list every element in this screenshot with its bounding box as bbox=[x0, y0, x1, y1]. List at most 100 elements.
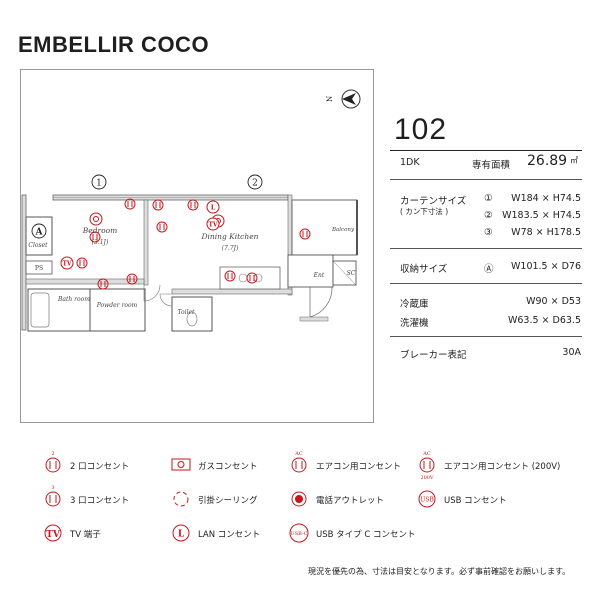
legend-label: 2 口コンセント bbox=[70, 462, 130, 472]
walls bbox=[21, 194, 358, 332]
outlet-icon bbox=[97, 278, 109, 290]
window-mark-1: 1 bbox=[91, 174, 107, 190]
floorplan: N 1 2 3 bbox=[21, 89, 361, 332]
room-label-closet: Closet bbox=[28, 242, 48, 249]
legend: 2 AC AC 200V 3 USB TV L USB-C bbox=[44, 451, 436, 543]
ac-outlet-icon bbox=[299, 228, 311, 240]
curtain-mark-1: ① bbox=[484, 193, 493, 204]
phone-outlet-icon bbox=[291, 491, 307, 507]
curtain-sublabel: ( カン下寸法 ) bbox=[400, 207, 449, 216]
closet-mark: A bbox=[31, 223, 47, 239]
usb-c-outlet-icon bbox=[289, 523, 309, 543]
lan-outlet-icon: L bbox=[206, 200, 220, 214]
ceiling-hook-icon bbox=[173, 491, 189, 507]
legend-label: LAN コンセント bbox=[198, 530, 261, 540]
tv-terminal-icon: TV bbox=[60, 256, 74, 270]
triple-outlet-icon bbox=[45, 491, 61, 507]
tv-terminal-icon bbox=[44, 524, 62, 542]
svg-text:2: 2 bbox=[51, 451, 54, 457]
curtain-label: カーテンサイズ bbox=[400, 196, 467, 207]
svg-text:A: A bbox=[35, 228, 44, 238]
legend-label: 電話アウトレット bbox=[316, 496, 385, 506]
svg-text:L: L bbox=[178, 530, 185, 540]
room-label-bedroom: Bedroom bbox=[82, 226, 117, 235]
room-label-bath: Bath room bbox=[57, 296, 90, 303]
divider bbox=[390, 179, 582, 180]
fridge-size: W90 × D53 bbox=[526, 296, 581, 307]
divider bbox=[390, 283, 582, 284]
disclaimer-note: 現況を優先の為、寸法は目安となります。必ず事前確認をお願いします。 bbox=[308, 567, 571, 576]
divider bbox=[390, 336, 582, 337]
page-title: EMBELLIR COCO bbox=[18, 32, 210, 57]
legend-label: エアコン用コンセント (200V) bbox=[444, 462, 561, 472]
room-label-toilet: Toilet bbox=[178, 309, 196, 316]
room-label-dining: Dining Kitchen bbox=[201, 232, 259, 241]
gas-outlet-icon bbox=[171, 458, 191, 471]
outlet-icon bbox=[224, 270, 236, 282]
ac-200v-outlet-icon bbox=[419, 457, 435, 473]
storage-size: W101.5 × D76 bbox=[511, 261, 581, 272]
outlet-icon bbox=[89, 231, 101, 243]
room-label-sc: SC bbox=[347, 270, 356, 277]
svg-text:USB: USB bbox=[420, 497, 434, 504]
breaker-label: ブレーカー表記 bbox=[400, 350, 467, 361]
room-label-ps: PS bbox=[35, 265, 43, 272]
svg-text:3: 3 bbox=[51, 485, 54, 491]
curtain-size-2: W183.5 × H74.5 bbox=[502, 210, 581, 221]
usb-outlet-icon bbox=[418, 490, 436, 508]
ac-outlet-icon bbox=[291, 457, 307, 473]
area-value: 26.89 bbox=[527, 153, 568, 169]
outlet-icon bbox=[246, 272, 258, 284]
legend-label: 引掛シーリング bbox=[198, 496, 258, 506]
area-unit: ㎡ bbox=[570, 156, 578, 165]
layout-type: 1DK bbox=[400, 157, 420, 168]
legend-label: ガスコンセント bbox=[198, 462, 258, 472]
outlet-icon bbox=[124, 198, 136, 210]
outlet-icon bbox=[76, 257, 88, 269]
washer-label: 洗濯機 bbox=[400, 318, 429, 329]
double-outlet-icon bbox=[45, 457, 61, 473]
ceiling-hook-icon bbox=[89, 212, 103, 226]
room-label-ent: Ent bbox=[313, 272, 325, 279]
room-number: 102 bbox=[394, 113, 448, 146]
tv-terminal-icon: TV bbox=[206, 217, 220, 231]
room-size-dining: (7.7J) bbox=[222, 245, 239, 252]
legend-label: TV 端子 bbox=[70, 530, 101, 540]
outlet-icon bbox=[156, 221, 168, 233]
lan-outlet-icon bbox=[172, 524, 190, 542]
svg-text:1: 1 bbox=[96, 179, 102, 189]
outlet-icon bbox=[126, 273, 138, 285]
svg-text:200V: 200V bbox=[420, 475, 434, 481]
svg-text:AC: AC bbox=[294, 451, 303, 457]
legend-label: USB タイプ C コンセント bbox=[316, 530, 416, 540]
room-label-powder: Powder room bbox=[96, 302, 138, 309]
outlet-icon bbox=[187, 199, 199, 211]
curtain-mark-3: ③ bbox=[484, 227, 493, 238]
svg-text:AC: AC bbox=[422, 451, 431, 457]
breaker-value: 30A bbox=[562, 347, 581, 358]
svg-text:USB-C: USB-C bbox=[291, 531, 308, 537]
svg-text:TV: TV bbox=[208, 222, 217, 229]
area-label: 専有面積 bbox=[472, 160, 511, 171]
svg-text:2: 2 bbox=[252, 179, 258, 189]
curtain-size-3: W78 × H178.5 bbox=[511, 227, 581, 238]
svg-text:TV: TV bbox=[46, 530, 61, 540]
fridge-label: 冷蔵庫 bbox=[400, 299, 429, 310]
legend-label: 3 口コンセント bbox=[70, 496, 130, 506]
washer-size: W63.5 × D63.5 bbox=[507, 315, 581, 326]
legend-label: USB コンセント bbox=[444, 496, 507, 506]
compass-label: N bbox=[326, 96, 334, 102]
svg-text:L: L bbox=[211, 204, 216, 212]
divider bbox=[390, 248, 582, 249]
window-mark-2: 2 bbox=[247, 174, 263, 190]
outlet-icon bbox=[152, 199, 164, 211]
svg-text:TV: TV bbox=[62, 261, 71, 268]
room-size-bedroom: (3.1J) bbox=[92, 239, 109, 246]
divider bbox=[390, 150, 582, 151]
curtain-size-1: W184 × H74.5 bbox=[511, 193, 581, 204]
storage-label: 収納サイズ bbox=[400, 264, 448, 275]
room-label-balcony: Balcony bbox=[331, 227, 355, 233]
curtain-mark-2: ② bbox=[484, 210, 493, 221]
legend-label: エアコン用コンセント bbox=[316, 462, 402, 472]
compass-icon: N bbox=[326, 89, 361, 109]
